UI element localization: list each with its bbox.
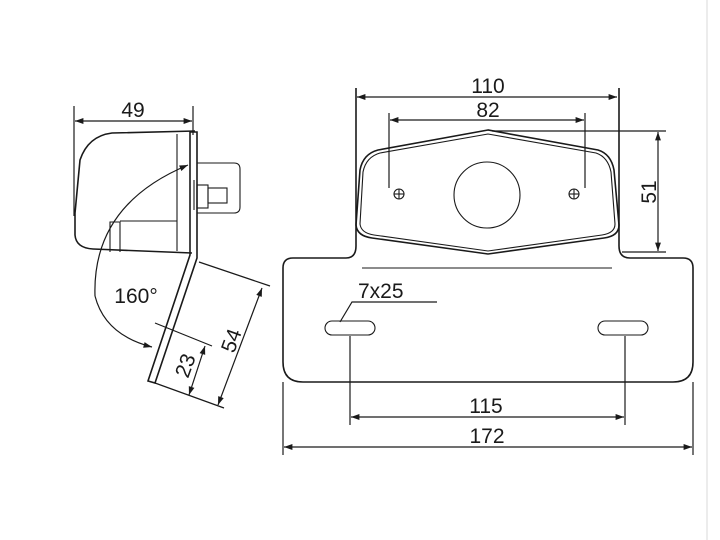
slot-size-label: 7x25: [358, 280, 404, 303]
mounting-bracket: [146, 131, 198, 384]
ext-line: [154, 382, 225, 409]
dim-label-110: 110: [471, 75, 504, 98]
mounting-slot-right: [597, 320, 649, 336]
ext-line: [154, 322, 213, 347]
dim-label-54: 54: [217, 326, 247, 356]
nut: [196, 184, 209, 209]
dim-label-82: 82: [476, 99, 499, 122]
angle-label: 160°: [114, 285, 157, 308]
angle-arc-upper: [94, 164, 189, 297]
license-plate-bracket: [282, 88, 694, 383]
screw-right-icon: [568, 188, 580, 200]
dim-line-23: [188, 345, 206, 396]
dim-line-54: [217, 287, 263, 406]
lamp-housing-inner: [359, 133, 616, 252]
dim-label-23: 23: [171, 351, 201, 381]
lens-opening: [453, 161, 521, 229]
lamp-body: [74, 130, 196, 254]
dim-label-51: 51: [638, 180, 661, 203]
bolt: [207, 187, 228, 204]
dim-label-49: 49: [121, 99, 144, 122]
mounting-slot-left: [324, 320, 376, 336]
front-view: 110 82 51 7x25 115 172: [282, 75, 694, 455]
side-view: 49 160° 54 23: [73, 99, 271, 409]
lamp-housing-outer: [355, 129, 620, 255]
ext-line: [198, 261, 271, 287]
slot-leader-line: [339, 301, 437, 323]
connector-box: [197, 162, 241, 214]
dim-label-172: 172: [469, 425, 504, 448]
screw-left-icon: [393, 188, 405, 200]
lamp-lower-block: [109, 220, 177, 252]
dim-label-115: 115: [469, 395, 502, 418]
angle-arc-lower: [94, 295, 153, 348]
